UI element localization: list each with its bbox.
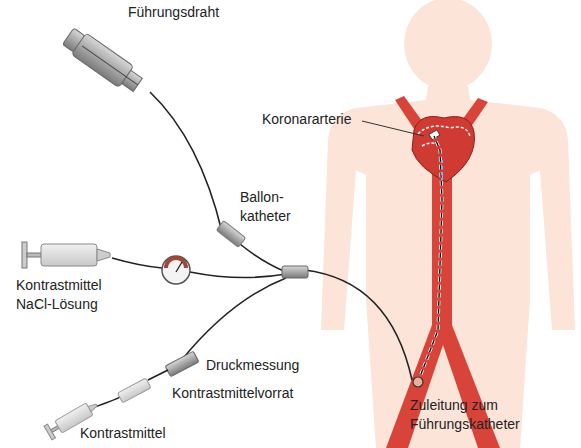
- guidewire-syringe: [61, 26, 146, 96]
- part-label: Kontrastmittel: [80, 424, 166, 443]
- body-silhouette: [321, 0, 575, 448]
- tubes: [112, 92, 412, 380]
- part-label: Kontrastmittelvorrat: [172, 384, 293, 403]
- guide-catheter: [413, 136, 442, 387]
- aorta: [386, 96, 500, 448]
- balloon-catheter-port: [216, 221, 245, 248]
- contrast-reservoir: [118, 378, 151, 403]
- connector-hub: [282, 266, 308, 278]
- pressure-sensor: [165, 351, 199, 377]
- part-label: Kontrastmittel NaCl-Lösung: [16, 276, 124, 314]
- part-label: Koronararterie: [262, 110, 352, 129]
- part-label: Führungsdraht: [128, 3, 219, 22]
- entry-point: [413, 377, 423, 387]
- part-label: Zuleitung zum Führungskatheter: [410, 396, 540, 434]
- contrast-syringe: [22, 242, 110, 268]
- part-label: Druckmessung: [206, 356, 299, 375]
- heart: [412, 117, 474, 183]
- leader-line: [362, 121, 424, 136]
- pressure-gauge: [162, 256, 190, 284]
- part-label: Ballon- katheter: [240, 188, 302, 226]
